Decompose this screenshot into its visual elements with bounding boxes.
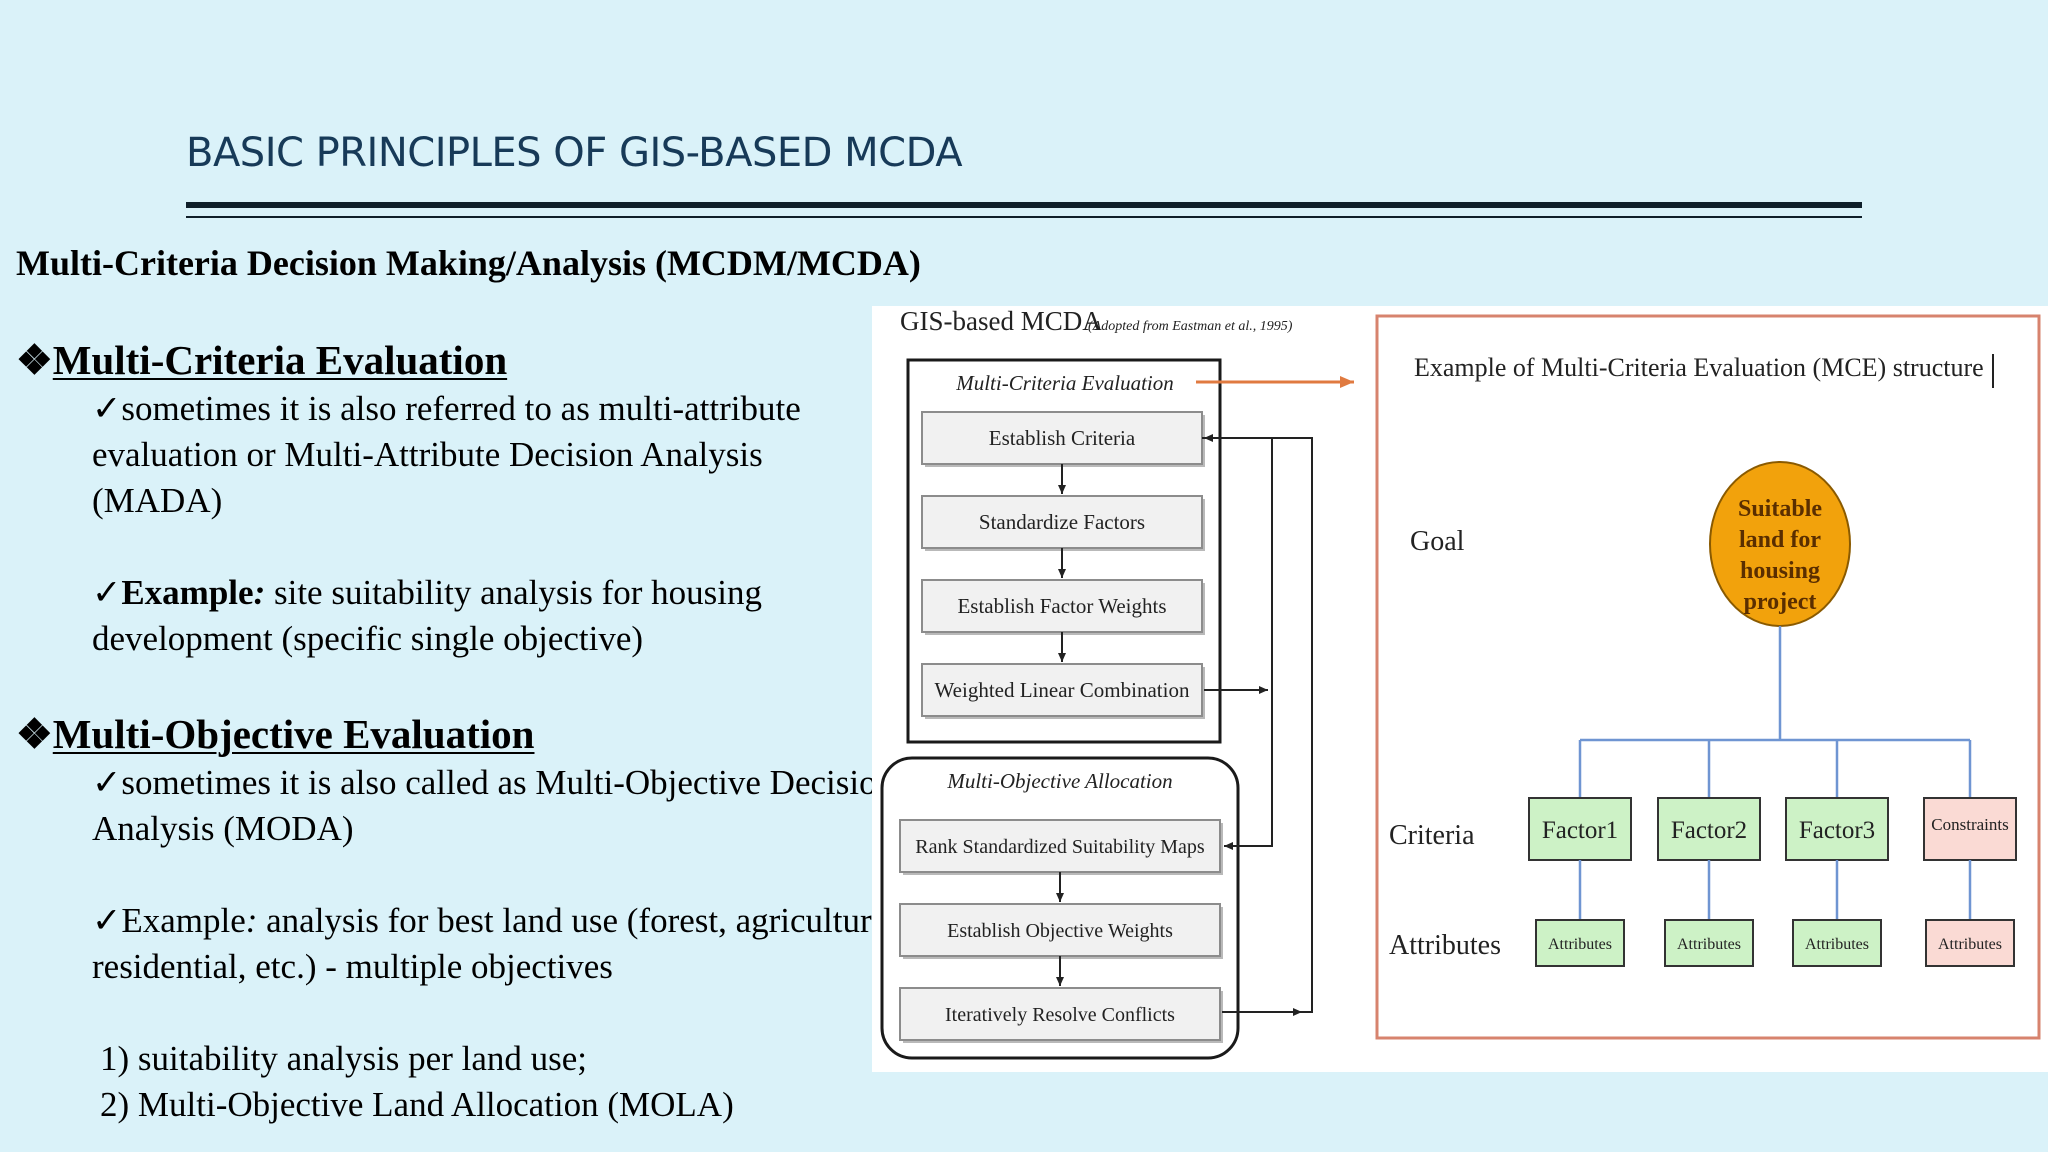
attribute-node-4 — [1925, 919, 2015, 967]
moa-step-2 — [899, 903, 1221, 957]
feedback-loop-inner — [1227, 438, 1273, 847]
gis-mcda-source: (Adopted from Eastman et al., 1995) — [1088, 319, 1293, 334]
moa-step-1-label: Rank Standardized Suitability Maps — [915, 836, 1205, 858]
moe-example-line2: residential, etc.) - multiple objectives — [92, 947, 613, 986]
attribute-node-1 — [1535, 919, 1625, 967]
mce-example-line2: development (specific single objective) — [92, 619, 644, 658]
moe-heading: ❖Multi-Objective Evaluation — [16, 710, 534, 758]
mce-step-3 — [921, 579, 1203, 633]
moe-example-text1: analysis for best land use (forest, agri… — [257, 901, 872, 940]
goal-label: Goal — [1410, 526, 1465, 557]
attribute-node-label-1: Attributes — [1548, 936, 1612, 953]
moa-step-3-label: Iteratively Resolve Conflicts — [945, 1004, 1175, 1026]
moe-example-label: Example — [121, 901, 246, 940]
criteria-node-3 — [1785, 797, 1889, 861]
moa-group-label: Multi-Objective Allocation — [946, 769, 1172, 793]
criteria-label: Criteria — [1389, 820, 1475, 851]
moa-steps: Rank Standardized Suitability MapsEstabl… — [899, 819, 1223, 1043]
goal-line-3: housing — [1740, 558, 1820, 584]
criteria-node-label-1: Factor1 — [1542, 817, 1618, 844]
moe-heading-text: Multi-Objective Evaluation — [52, 711, 535, 757]
mce-example-text1: site suitability analysis for housing — [265, 573, 762, 612]
mce-step-1 — [921, 411, 1203, 465]
mce-structure-frame — [1375, 314, 2041, 1040]
criteria-node-label-2: Factor2 — [1671, 817, 1747, 844]
moa-step-3 — [899, 987, 1221, 1041]
goal-line-4: project — [1744, 589, 1817, 615]
criteria-node-2 — [1657, 797, 1761, 861]
mce-desc-line1: ✓sometimes it is also referred to as mul… — [92, 386, 801, 432]
check-icon: ✓ — [92, 573, 122, 612]
attribute-node-label-2: Attributes — [1677, 936, 1741, 953]
text-column: ❖Multi-Criteria Evaluation ✓sometimes it… — [0, 0, 872, 1152]
mce-group-label: Multi-Criteria Evaluation — [955, 371, 1174, 395]
mcda-diagram: GIS-based MCDA (Adopted from Eastman et … — [880, 306, 2041, 1060]
mce-step-1-label: Establish Criteria — [989, 426, 1136, 450]
mce-desc-line3: (MADA) — [92, 481, 223, 520]
mce-heading: ❖Multi-Criteria Evaluation — [16, 336, 507, 384]
mce-desc-line2: evaluation or Multi-Attribute Decision A… — [92, 435, 763, 474]
moe-example-colon: : — [245, 901, 258, 940]
attribute-node-label-4: Attributes — [1938, 936, 2002, 953]
criteria-node-label-4: Constraints — [1931, 815, 2008, 834]
moe-desc-line2: Analysis (MODA) — [92, 809, 354, 848]
moa-step-1 — [899, 819, 1221, 873]
criteria-node-4 — [1923, 797, 2017, 861]
mce-structure-title: Example of Multi-Criteria Evaluation (MC… — [1414, 353, 1984, 382]
moa-group-box — [880, 756, 1240, 1060]
check-icon: ✓ — [92, 389, 122, 428]
moa-step-2-label: Establish Objective Weights — [947, 920, 1173, 942]
gis-mcda-title: GIS-based MCDA — [900, 306, 1102, 336]
attributes-label: Attributes — [1389, 930, 1501, 961]
moe-item-1: 1) suitability analysis per land use; — [100, 1039, 587, 1078]
criteria-node-label-3: Factor3 — [1799, 817, 1875, 844]
attribute-node-3 — [1792, 919, 1882, 967]
moe-item-2: 2) Multi-Objective Land Allocation (MOLA… — [100, 1085, 734, 1124]
mce-step-2-label: Standardize Factors — [979, 510, 1145, 534]
mce-step-4 — [921, 663, 1203, 717]
slide-title: BASIC PRINCIPLES OF GIS-BASED MCDA — [186, 130, 963, 176]
moe-desc-text1: sometimes it is also called as Multi-Obj… — [121, 763, 872, 802]
slide-subtitle: Multi-Criteria Decision Making/Analysis … — [16, 243, 921, 283]
mce-example-colon: : — [253, 573, 266, 612]
mce-group-box — [906, 358, 1222, 744]
mcda-figure: GIS-based MCDA (Adopted from Eastman et … — [872, 306, 2048, 1072]
title-rule-thick — [186, 202, 1862, 208]
mce-example-label: Example — [121, 573, 254, 612]
diamond-bullet-icon: ❖ — [16, 337, 53, 383]
mce-desc-text1: sometimes it is also referred to as mult… — [121, 389, 801, 428]
mce-step-4-label: Weighted Linear Combination — [935, 678, 1190, 702]
attribute-node-label-3: Attributes — [1805, 936, 1869, 953]
moe-desc-line1: ✓sometimes it is also called as Multi-Ob… — [92, 760, 872, 806]
check-icon: ✓ — [92, 763, 122, 802]
goal-line-2: land for — [1739, 527, 1821, 553]
moe-example-line1: ✓Example: analysis for best land use (fo… — [92, 898, 872, 944]
mce-step-3-label: Establish Factor Weights — [957, 594, 1166, 618]
attribute-node-2 — [1664, 919, 1754, 967]
goal-line-1: Suitable — [1738, 496, 1822, 522]
goal-text: Suitable land for housing project — [1738, 496, 1822, 615]
check-icon: ✓ — [92, 901, 122, 940]
title-rule-thin — [186, 216, 1862, 218]
mce-heading-text: Multi-Criteria Evaluation — [52, 337, 508, 383]
diamond-bullet-icon: ❖ — [16, 711, 53, 757]
mce-example-line1: ✓Example: site suitability analysis for … — [92, 570, 762, 616]
